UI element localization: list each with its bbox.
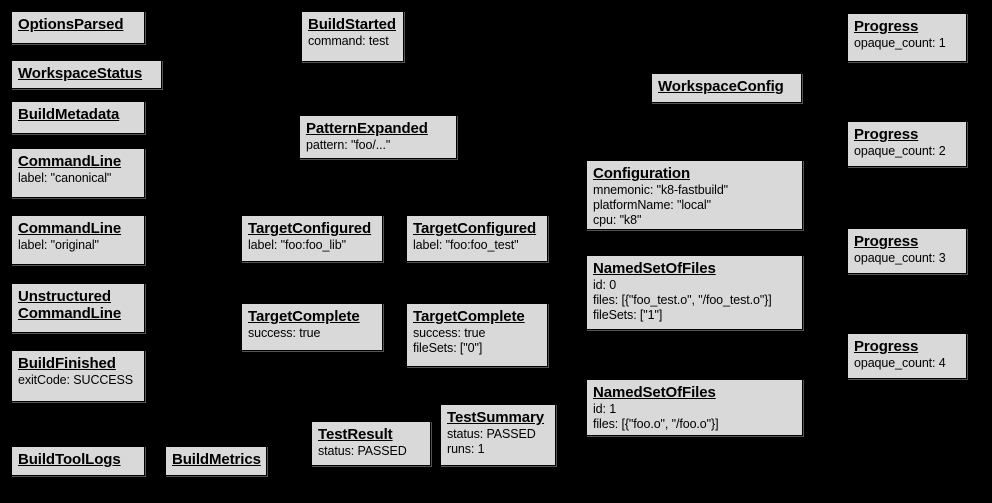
event-node-title: Unstructured CommandLine: [18, 288, 122, 322]
event-node-field: command: test: [308, 34, 389, 48]
event-node-build-metadata[interactable]: BuildMetadata: [11, 101, 145, 134]
event-node-title: TargetComplete: [248, 308, 360, 325]
event-node-title: Progress: [854, 338, 919, 355]
event-node-title: Progress: [854, 126, 919, 143]
event-node-title: WorkspaceConfig: [658, 78, 784, 95]
event-node-field: platformName: "local": [593, 198, 711, 212]
event-node-field: opaque_count: 4: [854, 356, 946, 370]
event-node-title: CommandLine: [18, 220, 122, 237]
event-node-fields: opaque_count: 1: [854, 36, 960, 51]
event-node-title: TestSummary: [447, 409, 544, 426]
event-node-title: Configuration: [593, 165, 691, 182]
event-node-field: opaque_count: 3: [854, 251, 946, 265]
event-node-field: exitCode: SUCCESS: [18, 373, 134, 387]
event-node-title: BuildToolLogs: [18, 451, 121, 468]
event-node-field: cpu: "k8": [593, 213, 642, 227]
event-node-fields: exitCode: SUCCESS: [18, 373, 138, 388]
event-node-title: BuildMetrics: [172, 451, 261, 468]
event-node-title: NamedSetOfFiles: [593, 384, 716, 401]
event-node-fields: opaque_count: 2: [854, 144, 960, 159]
event-node-workspace-status[interactable]: WorkspaceStatus: [11, 60, 162, 89]
event-node-title: CommandLine: [18, 153, 122, 170]
event-node-field: opaque_count: 1: [854, 36, 946, 50]
event-node-fields: status: PASSED: [318, 444, 424, 459]
event-node-field: pattern: "foo/...": [306, 138, 391, 152]
event-node-field: label: "original": [18, 238, 99, 252]
event-node-fields: label: "canonical": [18, 171, 138, 186]
event-node-field: label: "foo:foo_test": [413, 238, 519, 252]
event-node-fields: opaque_count: 4: [854, 356, 960, 371]
event-node-fields: opaque_count: 3: [854, 251, 960, 266]
event-node-fields: label: "foo:foo_lib": [248, 238, 376, 253]
event-node-title: TargetComplete: [413, 308, 525, 325]
event-node-title: BuildFinished: [18, 355, 116, 372]
event-node-fields: command: test: [308, 34, 397, 49]
event-node-workspace-config[interactable]: WorkspaceConfig: [651, 73, 802, 103]
event-node-fields: label: "foo:foo_test": [413, 238, 541, 253]
event-node-build-tool-logs[interactable]: BuildToolLogs: [11, 446, 145, 476]
event-node-field: opaque_count: 2: [854, 144, 946, 158]
event-node-title: BuildMetadata: [18, 106, 120, 123]
event-node-title: Progress: [854, 18, 919, 35]
event-node-fields: pattern: "foo/...": [306, 138, 450, 153]
event-node-field: files: [{"foo.o", "/foo.o"}]: [593, 417, 719, 431]
event-node-fields: success: true: [248, 326, 376, 341]
event-node-field: status: PASSED: [447, 427, 536, 441]
event-node-title: BuildStarted: [308, 16, 396, 33]
event-node-title: Progress: [854, 233, 919, 250]
event-node-unstructured-command-line[interactable]: Unstructured CommandLine: [11, 283, 145, 333]
event-node-field: files: [{"foo_test.o", "/foo_test.o"}]: [593, 293, 772, 307]
event-node-build-metrics[interactable]: BuildMetrics: [165, 446, 267, 476]
event-node-options-parsed[interactable]: OptionsParsed: [11, 11, 145, 44]
event-node-title: TargetConfigured: [413, 220, 537, 237]
event-node-title: NamedSetOfFiles: [593, 260, 716, 277]
event-node-title: TestResult: [318, 426, 393, 443]
event-node-field: status: PASSED: [318, 444, 407, 458]
event-node-field: fileSets: ["0"]: [413, 341, 483, 355]
event-node-title: PatternExpanded: [306, 120, 428, 137]
event-node-field: id: 0: [593, 278, 617, 292]
event-node-field: mnemonic: "k8-fastbuild": [593, 183, 729, 197]
event-node-title: WorkspaceStatus: [18, 65, 143, 82]
event-node-field: id: 1: [593, 402, 617, 416]
event-node-field: runs: 1: [447, 442, 485, 456]
event-node-title: OptionsParsed: [18, 16, 124, 33]
event-node-title: TargetConfigured: [248, 220, 372, 237]
event-node-field: label: "foo:foo_lib": [248, 238, 346, 252]
event-node-field: fileSets: ["1"]: [593, 308, 663, 322]
event-node-field: success: true: [413, 326, 486, 340]
event-node-fields: mnemonic: "k8-fastbuild"platformName: "l…: [593, 183, 796, 228]
event-node-fields: label: "original": [18, 238, 138, 253]
event-node-field: label: "canonical": [18, 171, 112, 185]
event-node-field: success: true: [248, 326, 321, 340]
